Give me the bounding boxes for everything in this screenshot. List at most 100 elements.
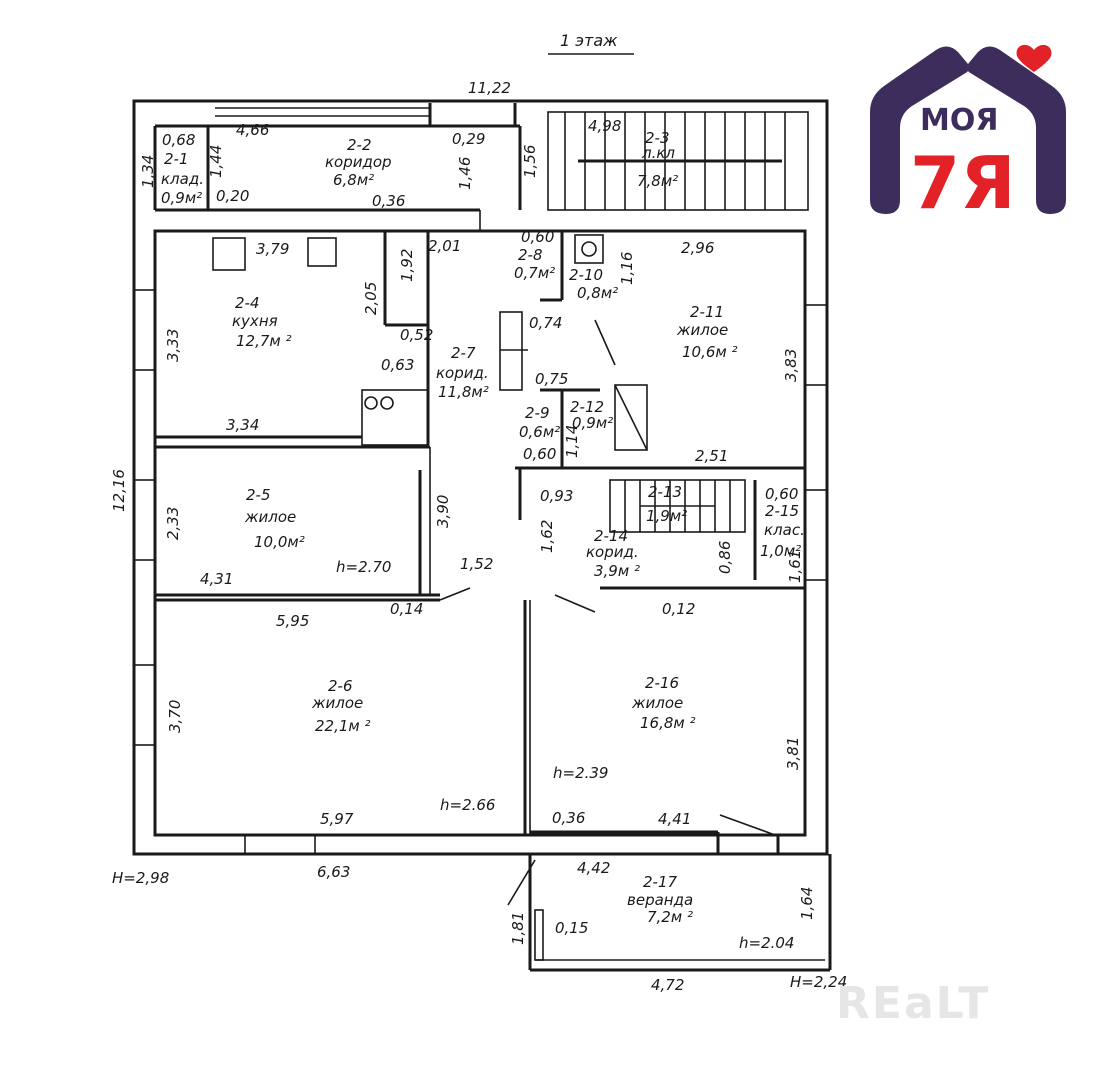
svg-text:1,92: 1,92 — [398, 249, 416, 282]
kitchen-walls — [155, 231, 430, 446]
svg-text:2,05: 2,05 — [362, 282, 380, 315]
room-2-2-area: 6,8м² — [333, 171, 374, 189]
svg-text:0,14: 0,14 — [390, 600, 423, 618]
room-2-9-area: 0,6м² — [519, 423, 560, 441]
svg-text:0,60: 0,60 — [523, 445, 556, 463]
plan-title: 1 этаж — [560, 31, 618, 50]
room-2-5-walls — [155, 445, 440, 597]
dimensions-vertical: 1,34 1,44 1,46 1,56 1,16 1,92 2,05 3,33 … — [110, 145, 816, 945]
room-2-16-id: 2-16 — [645, 674, 679, 692]
height-H-right: H=2,24 — [790, 973, 847, 991]
room-2-10-area: 0,8м² — [577, 284, 618, 302]
svg-text:1,64: 1,64 — [798, 887, 816, 920]
svg-text:0,68: 0,68 — [162, 131, 195, 149]
lower-walls — [155, 587, 780, 855]
svg-text:1,62: 1,62 — [538, 520, 556, 553]
svg-text:3,79: 3,79 — [256, 240, 289, 258]
room-2-17-id: 2-17 — [643, 873, 677, 891]
room-2-14-name: корид. — [586, 543, 639, 561]
svg-text:0,12: 0,12 — [662, 600, 695, 618]
height-H-left: H=2,98 — [112, 869, 169, 887]
svg-text:0,63: 0,63 — [381, 356, 414, 374]
heart-icon — [1016, 44, 1052, 72]
svg-text:5,97: 5,97 — [320, 810, 354, 828]
svg-text:4,72: 4,72 — [651, 976, 684, 994]
svg-text:1,56: 1,56 — [521, 145, 539, 178]
dimensions-horizontal: 11,22 0,68 4,66 0,20 0,29 0,36 4,98 3,79… — [162, 79, 798, 994]
svg-text:0,36: 0,36 — [552, 809, 585, 827]
svg-text:0,75: 0,75 — [535, 370, 568, 388]
svg-text:0,60: 0,60 — [521, 228, 554, 246]
svg-text:2,96: 2,96 — [681, 239, 714, 257]
svg-text:4,41: 4,41 — [658, 810, 691, 828]
watermark: REaLT — [836, 978, 990, 1029]
room-2-9-id: 2-9 — [525, 404, 550, 422]
room-height-2-6: h=2.66 — [440, 796, 495, 814]
room-2-4-name: кухня — [232, 312, 278, 330]
room-labels: 2-1 клад. 0,9м² 2-2 коридор 6,8м² 2-3 л.… — [161, 129, 805, 926]
svg-text:1,44: 1,44 — [207, 145, 225, 178]
svg-text:3,34: 3,34 — [226, 416, 259, 434]
svg-text:3,83: 3,83 — [782, 349, 800, 382]
svg-text:1,14: 1,14 — [563, 425, 581, 458]
windows — [133, 289, 828, 855]
svg-text:0,86: 0,86 — [716, 541, 734, 574]
logo: МОЯ 7Я — [870, 44, 1066, 225]
room-height-2-16: h=2.39 — [553, 764, 608, 782]
svg-text:2,33: 2,33 — [164, 507, 182, 540]
svg-text:1,46: 1,46 — [456, 157, 474, 190]
room-2-4-id: 2-4 — [235, 294, 260, 312]
room-2-13-area: 1,9м² — [646, 507, 687, 525]
room-2-15-name: клас. — [764, 521, 805, 539]
svg-text:4,31: 4,31 — [200, 570, 233, 588]
svg-text:1,34: 1,34 — [139, 155, 157, 188]
room-2-1-area: 0,9м² — [161, 189, 202, 207]
room-2-16-name: жилое — [631, 694, 683, 712]
room-2-4-area: 12,7м ² — [236, 332, 292, 350]
room-2-6-id: 2-6 — [328, 677, 353, 695]
room-2-15-area: 1,0м² — [760, 542, 801, 560]
svg-text:1,81: 1,81 — [509, 912, 527, 945]
room-2-14-id: 2-14 — [594, 527, 628, 545]
room-2-11-id: 2-11 — [690, 303, 724, 321]
room-2-12-id: 2-12 — [570, 398, 604, 416]
room-2-5-name: жилое — [244, 508, 296, 526]
svg-text:4,42: 4,42 — [577, 859, 610, 877]
room-2-17-name: веранда — [627, 891, 693, 909]
room-2-7-id: 2-7 — [451, 344, 476, 362]
room-2-17-area: 7,2м ² — [647, 908, 693, 926]
svg-text:4,98: 4,98 — [588, 117, 621, 135]
room-2-13-id: 2-13 — [648, 483, 682, 501]
height-labels: h=2.70 h=2.66 h=2.39 h=2.04 H=2,98 H=2,2… — [112, 558, 847, 991]
logo-text-bottom: 7Я — [910, 141, 1016, 225]
svg-text:3,33: 3,33 — [164, 329, 182, 362]
svg-text:11,22: 11,22 — [468, 79, 511, 97]
room-2-14-area: 3,9м ² — [594, 562, 640, 580]
svg-text:1,61: 1,61 — [786, 550, 804, 583]
room-2-3-area: 7,8м² — [637, 172, 678, 190]
svg-text:2,51: 2,51 — [695, 447, 728, 465]
room-2-5-id: 2-5 — [246, 486, 271, 504]
room-2-7-area: 11,8м² — [438, 383, 489, 401]
room-2-1-name: клад. — [161, 170, 204, 188]
svg-text:0,20: 0,20 — [216, 187, 249, 205]
svg-text:12,16: 12,16 — [110, 469, 128, 512]
room-height-2-5: h=2.70 — [336, 558, 391, 576]
room-2-12-area: 0,9м² — [572, 414, 613, 432]
roof-left-icon — [870, 46, 970, 214]
room-2-8-area: 0,7м² — [514, 264, 555, 282]
room-2-5-area: 10,0м² — [254, 533, 305, 551]
room-2-8-id: 2-8 — [518, 246, 543, 264]
svg-text:3,70: 3,70 — [166, 700, 184, 733]
room-2-16-area: 16,8м ² — [640, 714, 696, 732]
logo-text-top: МОЯ — [920, 103, 998, 138]
room-2-11-area: 10,6м ² — [682, 343, 738, 361]
room-2-10-id: 2-10 — [569, 266, 603, 284]
svg-text:0,74: 0,74 — [529, 314, 562, 332]
svg-text:3,81: 3,81 — [784, 737, 802, 770]
svg-text:0,52: 0,52 — [400, 326, 433, 344]
room-height-2-17: h=2.04 — [739, 934, 794, 952]
svg-text:2,01: 2,01 — [428, 237, 461, 255]
room-2-11-name: жилое — [676, 321, 728, 339]
